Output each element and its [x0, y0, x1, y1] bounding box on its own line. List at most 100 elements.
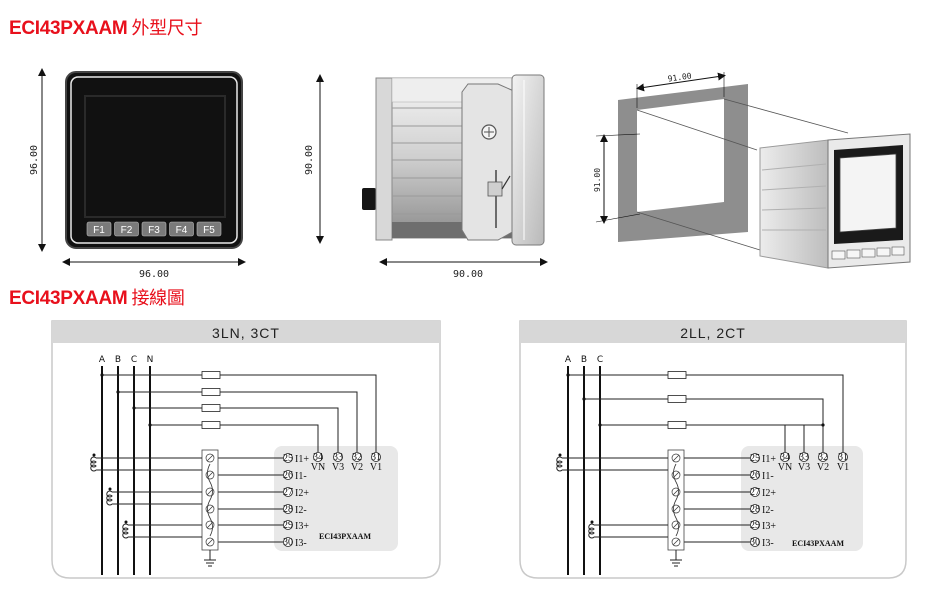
- wiring-right-header-bar: [520, 321, 906, 343]
- phase-label-n: N: [147, 355, 154, 365]
- terminal-circle-26: [283, 470, 293, 480]
- fuse-icon: [667, 421, 687, 429]
- wiring-right-model: ECI43PXAAM: [792, 539, 844, 548]
- dimensions-title-suffix: 外型尺寸: [131, 18, 203, 39]
- terminal-circle-34: [313, 452, 323, 462]
- polarity-dot: [590, 520, 594, 524]
- terminal-screw-slot: [672, 454, 680, 462]
- wiring-title-suffix: 接線圖: [131, 288, 185, 309]
- voltage-wire: [220, 407, 339, 452]
- wiring-left-header-bar: [52, 321, 440, 343]
- voltage-wire: [220, 391, 358, 452]
- terminal-number-26: 26: [750, 470, 760, 481]
- terminal-circle-25: [750, 453, 760, 463]
- polarity-dot: [124, 520, 128, 524]
- current-terminal-label: I1+: [762, 454, 776, 465]
- voltage-terminal-label-v2: V2: [817, 462, 829, 473]
- fuse-icon: [201, 371, 221, 379]
- junction-dot: [566, 373, 570, 377]
- terminal-circle-31: [838, 452, 848, 462]
- voltage-terminal-label-vn: VN: [778, 462, 792, 473]
- current-terminal-label: I2+: [762, 488, 776, 499]
- terminal-circle-29: [750, 520, 760, 530]
- terminal-number-27: 27: [283, 487, 293, 498]
- terminal-screw-slot: [206, 538, 214, 546]
- display-screen: [84, 95, 226, 218]
- voltage-wire: [220, 374, 377, 452]
- terminal-number-29: 29: [750, 520, 760, 531]
- cutout-width-dimension-line: [636, 72, 726, 92]
- phase-label-c: C: [597, 355, 603, 365]
- terminal-circle-32: [352, 452, 362, 462]
- polarity-dot: [558, 453, 562, 457]
- terminal-number-25: 25: [750, 453, 760, 464]
- function-key-4: [169, 221, 194, 237]
- cutout-height-label: 91.00: [593, 168, 602, 192]
- voltage-terminal-label-v3: V3: [332, 462, 344, 473]
- current-transformer-icon: [588, 523, 595, 539]
- polarity-dot: [92, 453, 96, 457]
- phase-label-b: B: [581, 355, 587, 365]
- cutout-view: 91.00 91.00: [593, 71, 911, 269]
- terminal-circle-25: [283, 453, 293, 463]
- terminal-circle-28: [750, 504, 760, 514]
- shorting-link-wire: [673, 463, 679, 537]
- fuse-icon: [667, 371, 687, 379]
- terminal-number-30: 30: [283, 537, 293, 548]
- terminal-screw-slot: [206, 488, 214, 496]
- junction-dot: [116, 390, 120, 394]
- current-terminal-label: I2+: [295, 488, 309, 499]
- function-key-2: [114, 221, 139, 237]
- junction-dot: [598, 423, 602, 427]
- terminal-number-31: 31: [371, 452, 381, 463]
- terminal-number-34: 34: [313, 452, 323, 463]
- function-key-label-5: F5: [203, 225, 215, 236]
- current-terminal-label: I3+: [295, 521, 309, 532]
- terminal-circle-27: [750, 487, 760, 497]
- fuse-icon: [667, 395, 687, 403]
- function-key-label-2: F2: [121, 225, 133, 236]
- fuse-icon: [201, 388, 221, 396]
- current-terminal-label: I2-: [295, 505, 307, 516]
- cutout-width-label: 91.00: [667, 71, 692, 83]
- side-height-label: 90.00: [304, 145, 315, 175]
- current-terminal-label: I1-: [762, 471, 774, 482]
- terminal-number-34: 34: [780, 452, 790, 463]
- current-terminal-label: I2-: [762, 505, 774, 516]
- polarity-dot: [108, 487, 112, 491]
- side-depth-label: 90.00: [453, 269, 483, 280]
- phase-label-c: C: [131, 355, 137, 365]
- terminal-circle-34: [780, 452, 790, 462]
- terminal-circle-33: [333, 452, 343, 462]
- terminal-circle-29: [283, 520, 293, 530]
- current-transformer-icon: [90, 456, 97, 472]
- voltage-wire: [220, 424, 319, 452]
- terminal-number-28: 28: [283, 504, 293, 515]
- terminal-number-31: 31: [838, 452, 848, 463]
- neutral-tie-wire: [784, 424, 823, 452]
- voltage-wire: [686, 374, 844, 452]
- terminal-number-30: 30: [750, 537, 760, 548]
- terminal-screw-slot: [206, 454, 214, 462]
- terminal-circle-30: [750, 537, 760, 547]
- terminal-screw-slot: [672, 488, 680, 496]
- terminal-number-25: 25: [283, 453, 293, 464]
- shorting-link-wire: [207, 463, 213, 537]
- phase-label-a: A: [99, 355, 106, 365]
- function-key-label-3: F3: [148, 225, 160, 236]
- terminal-number-32: 32: [818, 452, 828, 463]
- wiring-left-header: 3LN, 3CT: [212, 325, 280, 341]
- fuse-icon: [201, 421, 221, 429]
- terminal-circle-28: [283, 504, 293, 514]
- terminal-circle-31: [371, 452, 381, 462]
- phase-label-b: B: [115, 355, 121, 365]
- terminal-number-33: 33: [333, 452, 343, 463]
- current-transformer-icon: [122, 523, 129, 539]
- terminal-number-33: 33: [799, 452, 809, 463]
